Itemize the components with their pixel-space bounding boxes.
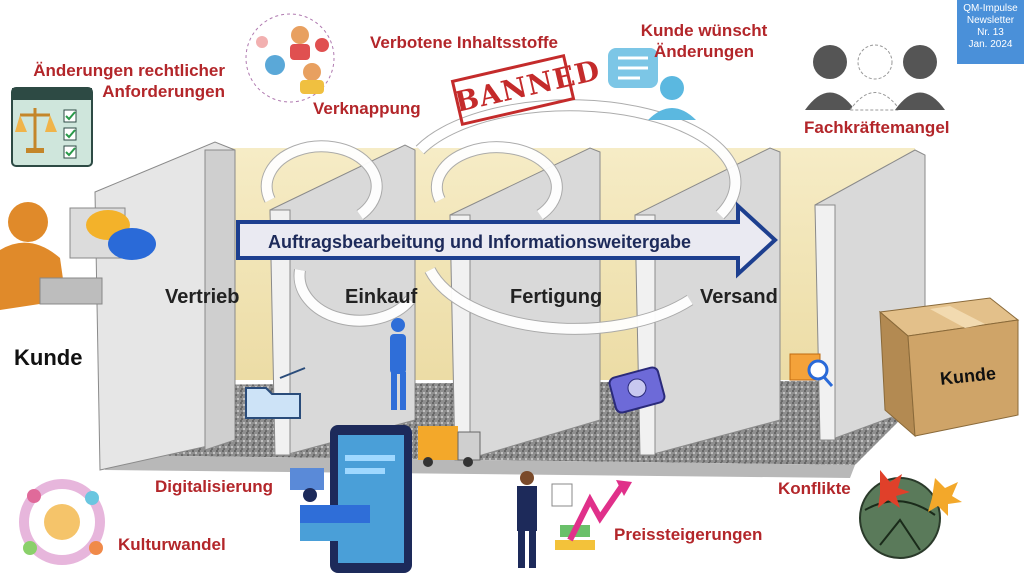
badge-line-3: Nr. 13 [977, 27, 1004, 38]
scarcity-people-icon [245, 13, 335, 103]
badge-line-1: QM-Impulse [963, 3, 1018, 14]
label-banned-substances: Verbotene Inhaltsstoffe [370, 33, 558, 52]
newsletter-badge: QM-Impulse Newsletter Nr. 13 Jan. 2024 [957, 0, 1024, 64]
stage-sales: Vertrieb [165, 286, 240, 308]
label-digitalisation: Digitalisierung [155, 477, 274, 496]
conflict-globe-icon [859, 470, 962, 559]
legal-checklist-icon [11, 87, 93, 167]
digitalisation-tablet-icon [290, 425, 412, 573]
skill-shortage-icon [805, 44, 945, 111]
label-legal-changes-line1: Änderungen rechtlicher [33, 61, 225, 80]
banned-stamp [450, 53, 576, 127]
truck-icon [418, 426, 481, 467]
label-conflicts: Konflikte [778, 479, 851, 498]
badge-line-2: Newsletter [966, 15, 1015, 26]
label-skill-shortage: Fachkräftemangel [804, 118, 950, 137]
label-legal-changes: Änderungen rechtlicher Anforderungen [10, 60, 225, 102]
machine-part-icon [608, 366, 666, 414]
process-banner-text: Auftragsbearbeitung und Informationsweit… [268, 232, 692, 252]
process-banner-arrow [236, 201, 778, 279]
search-document-icon [789, 353, 834, 387]
customer-label-left: Kunde [14, 345, 83, 370]
culture-wheel-icon [19, 479, 105, 565]
label-price-increases: Preissteigerungen [614, 525, 763, 544]
label-legal-changes-line2: Anforderungen [102, 82, 225, 101]
stage-production: Fertigung [510, 286, 603, 308]
customer-request-icon [608, 48, 696, 120]
cycle-arrows [260, 99, 742, 335]
customer-figure [0, 202, 156, 310]
cardboard-box [878, 297, 1020, 438]
stage-shipping: Versand [700, 286, 778, 308]
stage-purchasing: Einkauf [345, 286, 418, 308]
label-customer-changes-line1: Kunde wünscht [640, 21, 768, 40]
badge-line-4: Jan. 2024 [968, 39, 1013, 50]
price-increase-icon [517, 471, 632, 568]
label-culture-change: Kulturwandel [118, 535, 226, 554]
label-customer-changes-line2: Änderungen [653, 42, 755, 61]
label-customer-changes: Kunde wünscht Änderungen [638, 20, 770, 62]
blue-person-figure [390, 318, 406, 410]
folder-icon [245, 367, 306, 419]
label-scarcity: Verknappung [313, 99, 421, 118]
